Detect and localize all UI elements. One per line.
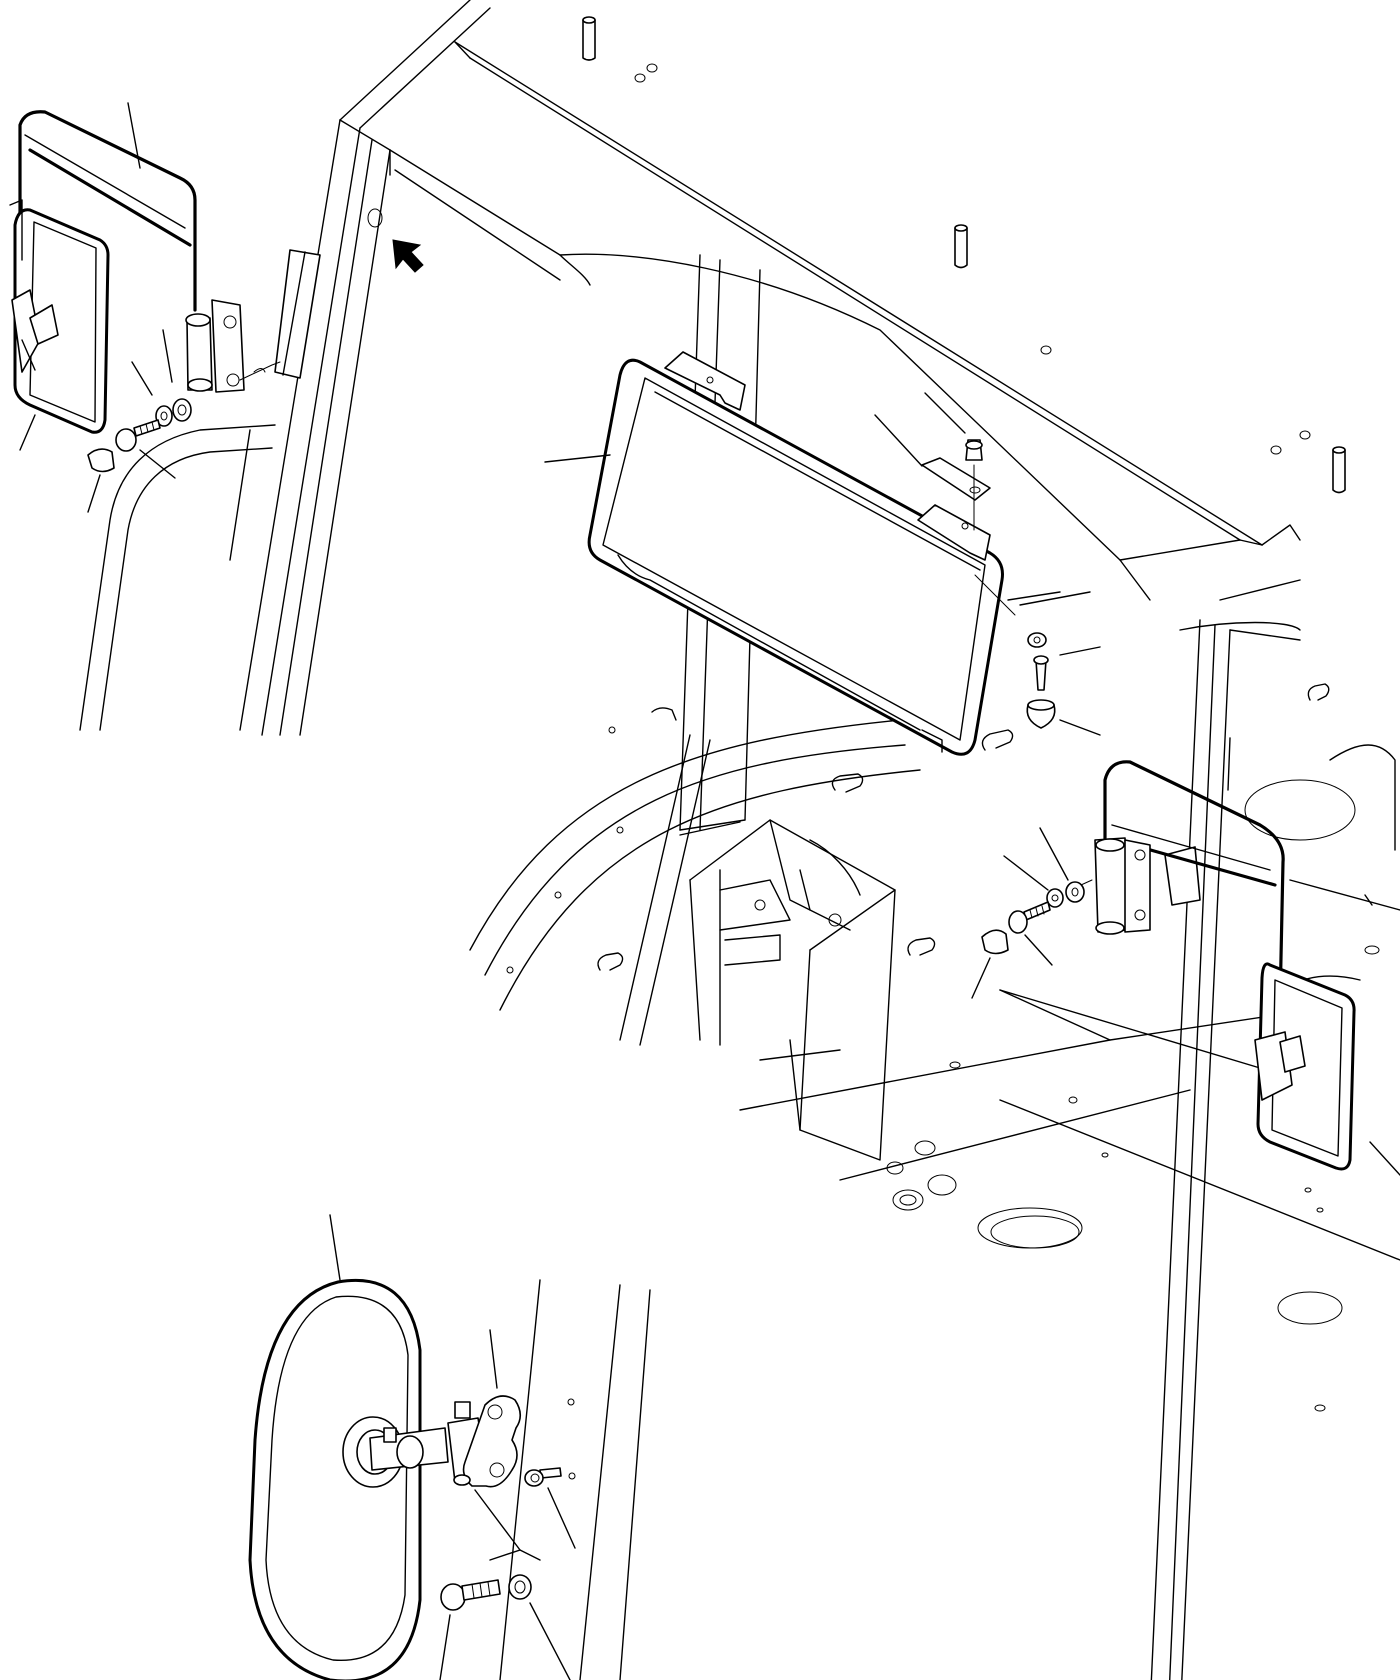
rear-view-mirror-assembly — [544, 351, 1101, 756]
oval-mirror-assembly — [248, 1214, 651, 1680]
left-side-mirror-assembly — [9, 102, 321, 513]
right-side-mirror-assembly — [971, 737, 1400, 1176]
roof-pins — [582, 16, 1346, 494]
harness-clips — [506, 683, 1373, 974]
view-direction-arrow-icon — [392, 239, 424, 273]
